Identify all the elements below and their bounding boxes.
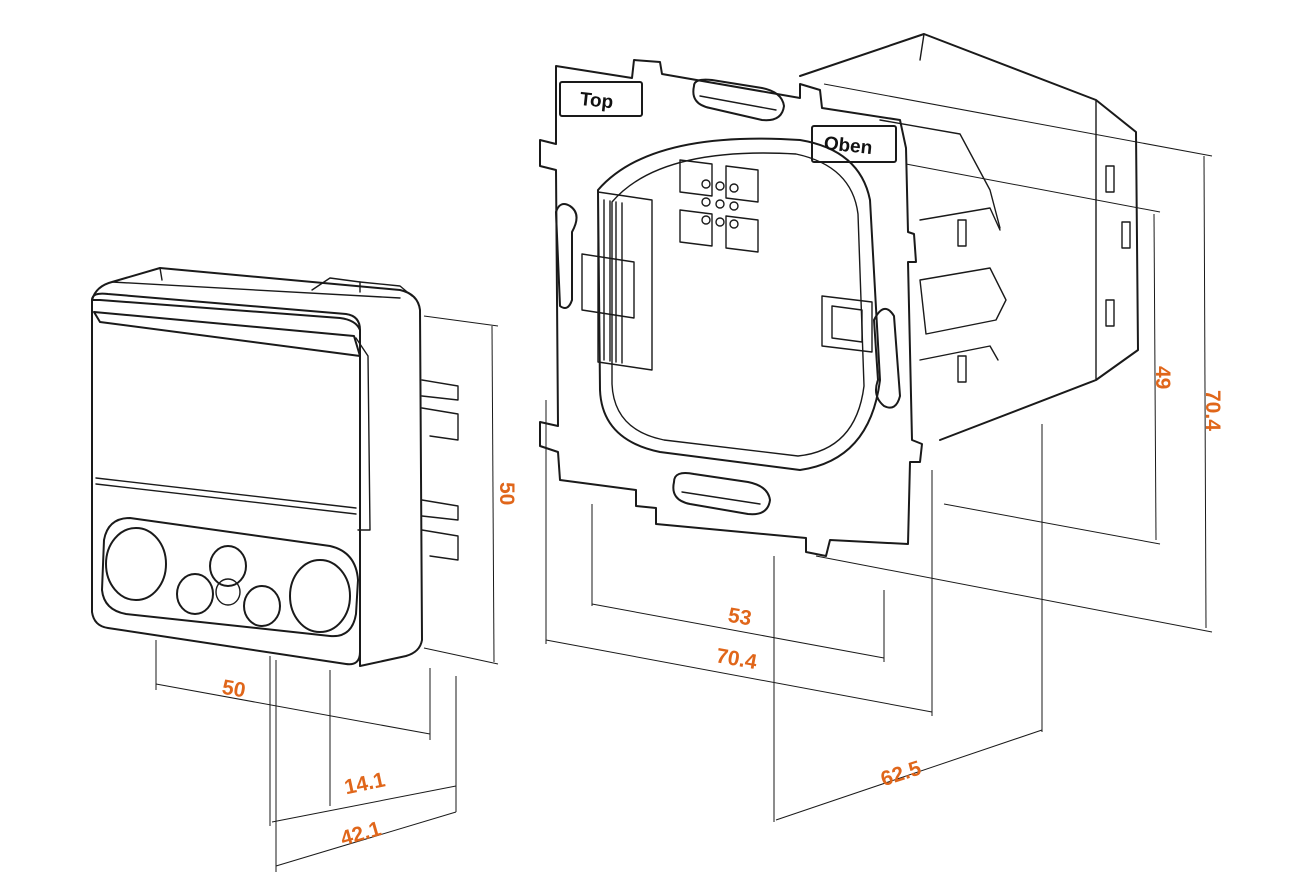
top-label: Top <box>579 89 614 113</box>
front-module <box>91 267 459 667</box>
top-slot <box>692 78 785 122</box>
oben-label: Oben <box>823 133 873 159</box>
dimension-labels: 50 50 14.1 42.1 53 70.4 62.5 49 70.4 <box>220 366 1224 851</box>
dim-frame-inner: 53 <box>726 604 753 631</box>
dim-insert-depth: 14.1 <box>342 768 387 799</box>
dim-box-height: 49 <box>1151 366 1174 389</box>
dim-front-height: 50 <box>495 482 518 505</box>
dimension-lines <box>155 83 1213 872</box>
mounting-frame <box>539 59 923 557</box>
up-button <box>209 545 247 587</box>
dim-box-depth: 62.5 <box>878 757 924 792</box>
dim-frame-height: 70.4 <box>1201 390 1224 431</box>
dim-total-depth-front: 42.1 <box>338 817 384 850</box>
right-button <box>289 559 351 633</box>
down-button <box>243 585 281 627</box>
top-label-box <box>559 81 643 117</box>
left-small-button <box>176 573 214 615</box>
dim-frame-width: 70.4 <box>714 644 759 674</box>
left-button <box>105 527 167 601</box>
mounting-insert: Top Oben <box>539 33 1139 557</box>
bottom-slot <box>672 472 771 516</box>
dim-front-width: 50 <box>220 676 247 703</box>
oben-label-box <box>811 125 897 163</box>
